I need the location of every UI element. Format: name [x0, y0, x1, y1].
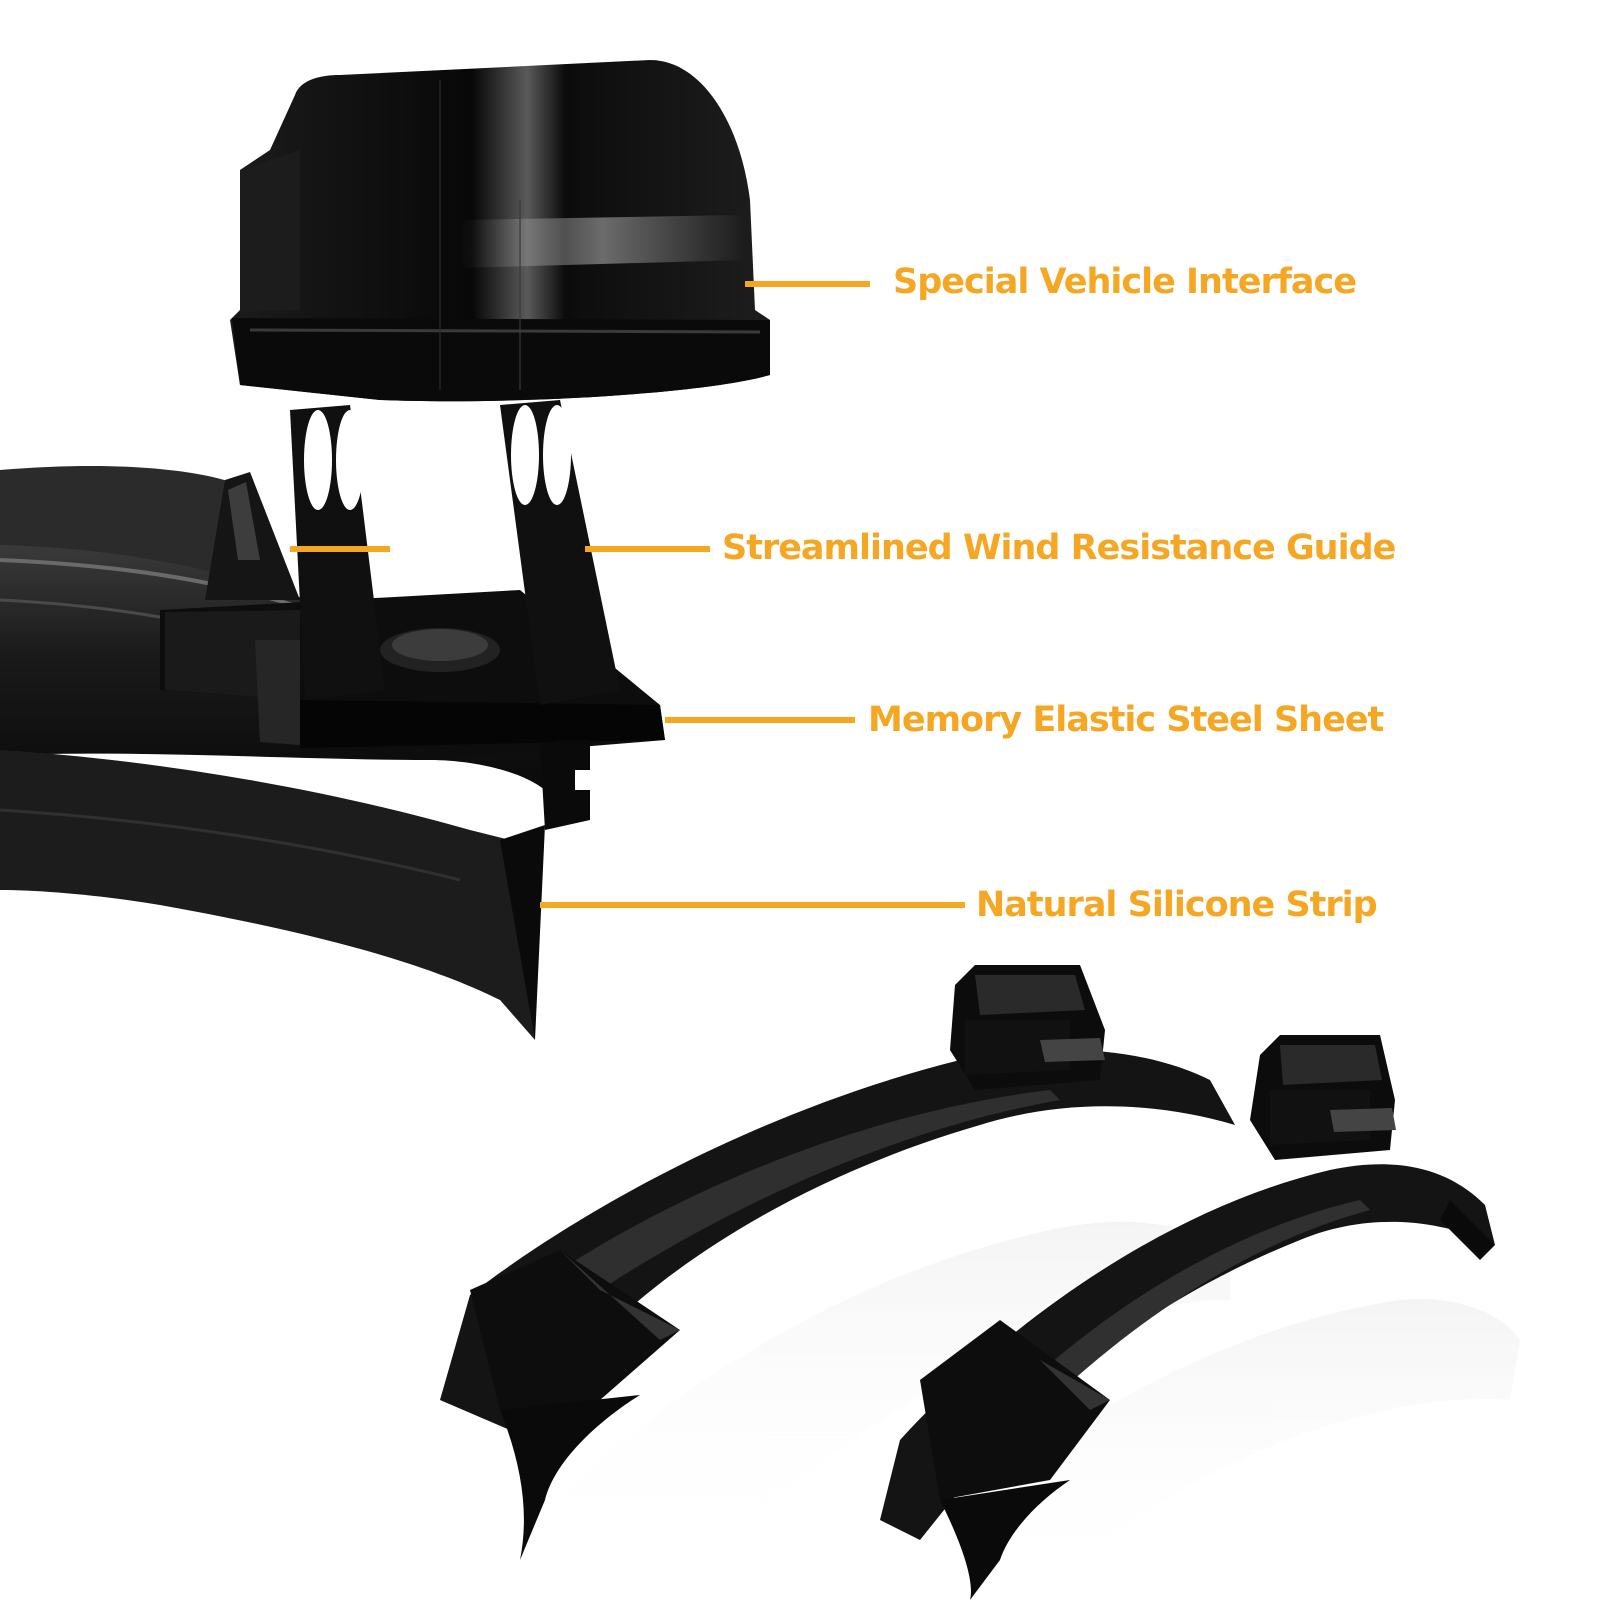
callout-line-steel	[665, 717, 855, 723]
callout-line-guide-right	[585, 546, 710, 552]
callout-line-guide	[290, 546, 390, 552]
callout-label-elastic-steel-sheet: Memory Elastic Steel Sheet	[868, 700, 1384, 740]
callout-label-vehicle-interface: Special Vehicle Interface	[893, 262, 1357, 302]
closeup-connector	[160, 400, 665, 830]
callout-label-silicone-strip: Natural Silicone Strip	[976, 885, 1378, 925]
callout-lines	[290, 281, 965, 908]
callout-line-interface	[745, 281, 870, 287]
product-reflection	[500, 1221, 1520, 1590]
callout-line-strip	[540, 902, 965, 908]
wiper-blade-rear	[440, 965, 1235, 1560]
callout-label-wind-resistance-guide: Streamlined Wind Resistance Guide	[722, 528, 1396, 568]
wiper-blade-front	[880, 1035, 1495, 1600]
interface-cap	[230, 60, 770, 402]
